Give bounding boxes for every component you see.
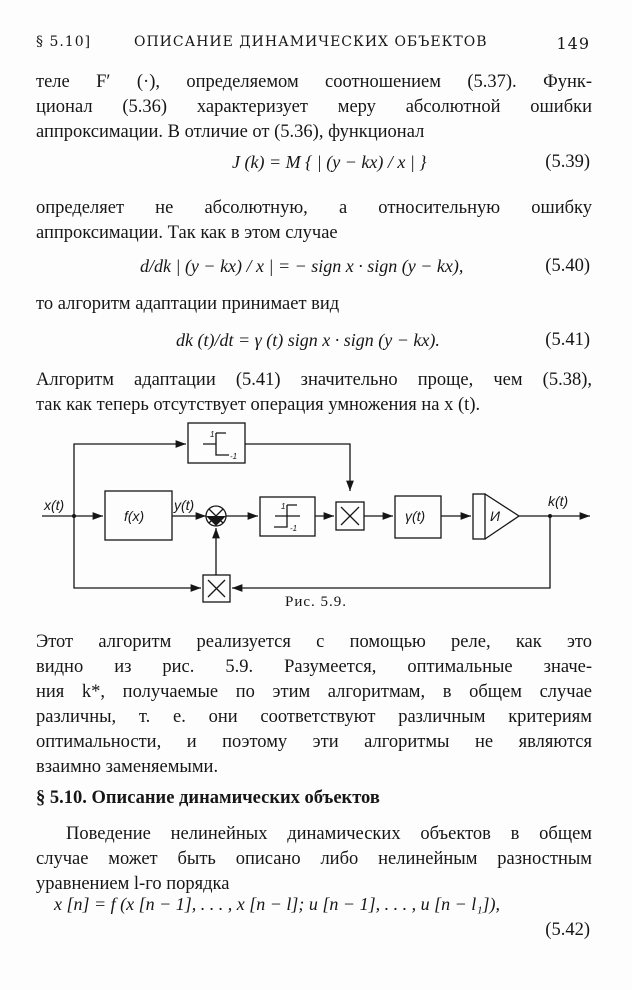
paragraph-4: Алгоритм адаптации (5.41) значительно пр…: [36, 368, 592, 418]
text-line: ционал (5.36) характеризует меру абсолют…: [36, 97, 592, 117]
wire: [232, 516, 551, 592]
text-line: так как теперь отсутствует операция умно…: [36, 395, 481, 415]
text-line: теле F′ (·), определяемом соотношением (…: [36, 72, 592, 92]
relay-label: -1: [290, 524, 297, 533]
label-input: x(t): [43, 497, 64, 513]
running-title: ОПИСАНИЕ ДИНАМИЧЕСКИХ ОБЪЕКТОВ: [134, 34, 488, 50]
equation-5-42: x [n] = f (x [n − 1], . . . , x [n − l];…: [54, 894, 500, 914]
relay-block-top: [187, 422, 246, 464]
equation-5-40: d/dk | (y − kx) / x | = − sign x · sign …: [140, 256, 464, 276]
relay-icon: [203, 432, 229, 456]
multiplier-block-bottom: [202, 574, 231, 603]
label-integrator: И: [490, 508, 501, 524]
relay-icon: [274, 504, 300, 528]
text-line: взаимно заменяемыми.: [36, 757, 219, 777]
paragraph-5: Этот алгоритм реализуется с помощью реле…: [36, 630, 592, 780]
multiplier-block: [335, 501, 365, 531]
text-line: случае может быть описано либо нелинейны…: [36, 849, 592, 869]
relay-label: 1: [210, 430, 214, 439]
equation-number: (5.40): [545, 256, 590, 276]
function-block: [104, 490, 173, 541]
text-line: Этот алгоритм реализуется с помощью реле…: [36, 632, 592, 652]
wire: [245, 443, 354, 491]
paragraph-6: Поведение нелинейных динамических объект…: [36, 822, 592, 897]
text-line: аппроксимации. В отличие от (5.36), функ…: [36, 122, 425, 142]
text-line: Алгоритм адаптации (5.41) значительно пр…: [36, 370, 592, 390]
wire: [73, 516, 201, 592]
header-section: § 5.10]: [36, 34, 92, 50]
label-gamma: γ(t): [405, 508, 425, 524]
text-line: аппроксимации. Так как в этом случае: [36, 223, 338, 243]
label-output: k(t): [548, 493, 568, 509]
section-heading: § 5.10. Описание динамических объектов: [36, 788, 380, 808]
gain-block: [394, 495, 442, 539]
page-number: 149: [556, 34, 590, 53]
text-line: определяет не абсолютную, а относительну…: [36, 198, 592, 218]
equation-number: (5.42): [545, 920, 590, 940]
relay-block: [259, 496, 316, 537]
relay-label: -1: [230, 452, 237, 461]
text-line: уравнением l-го порядка: [36, 874, 230, 894]
wire: [73, 440, 186, 516]
paragraph-3: то алгоритм адаптации принимает вид: [36, 292, 592, 317]
equation-5-39: J (k) = M { | (y − kx) / x | }: [232, 152, 427, 172]
paragraph-2: определяет не абсолютную, а относительну…: [36, 196, 592, 246]
relay-label: 1: [281, 502, 285, 511]
equation-5-41: dk (t)/dt = γ (t) sign x · sign (y − kx)…: [176, 330, 440, 350]
label-yt: y(t): [173, 497, 194, 513]
integrator-block: [472, 493, 486, 540]
text-line: то алгоритм адаптации принимает вид: [36, 294, 340, 314]
text-line: ния k*, получаемые по этим алгоритмам, в…: [36, 682, 592, 702]
equation-number: (5.39): [545, 152, 590, 172]
text-line: различны, т. е. они соответствуют различ…: [36, 707, 592, 727]
text-line: оптимальности, и поэтому эти алгоритмы н…: [36, 732, 592, 752]
paragraph-1: теле F′ (·), определяемом соотношением (…: [36, 70, 592, 145]
figure-caption: Рис. 5.9.: [284, 594, 348, 610]
label-fx: f(x): [124, 508, 144, 524]
integrator-triangle: [484, 493, 521, 540]
equation-number: (5.41): [545, 330, 590, 350]
text-line: Поведение нелинейных динамических объект…: [66, 824, 592, 844]
text-line: видно из рис. 5.9. Разумеется, оптимальн…: [36, 657, 592, 677]
